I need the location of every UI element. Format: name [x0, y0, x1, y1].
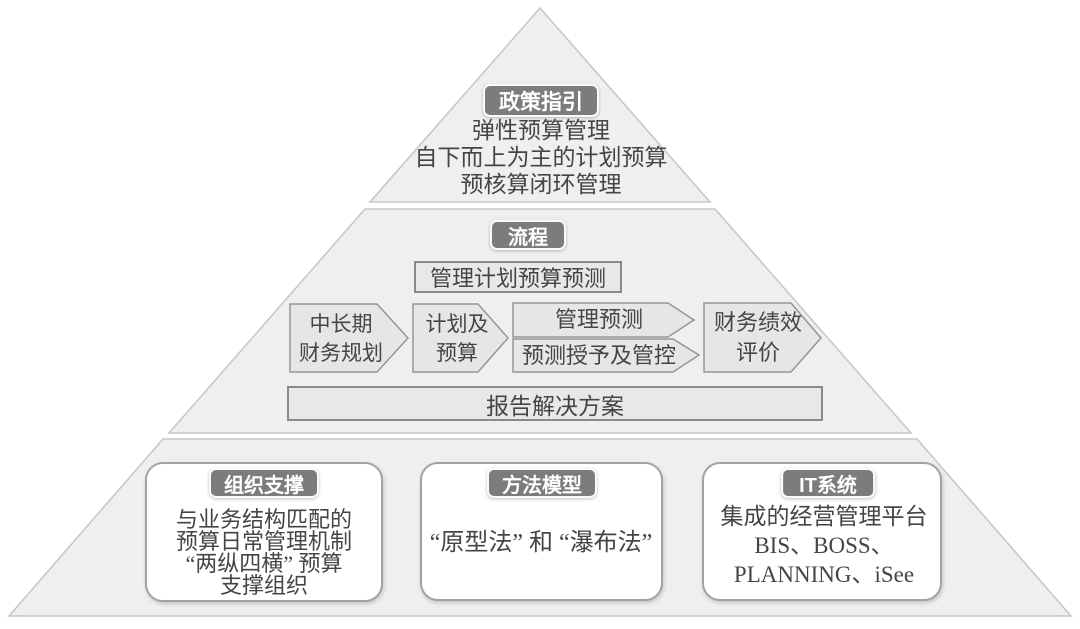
- policy-line: 弹性预算管理: [472, 118, 610, 143]
- process-badge: 流程: [490, 220, 566, 250]
- card-text-line: 集成的经营管理平台: [720, 504, 928, 529]
- arrow-plan-budget: [412, 303, 510, 373]
- arrow-label-forecast-grant: 预测授予及管控: [521, 343, 677, 368]
- policy-text-block: 弹性预算管理 自下而上为主的计划预算 预核算闭环管理: [415, 117, 668, 198]
- plan-forecast-box: 管理计划预算预测: [414, 261, 622, 293]
- arrow-midlongterm-planning: [289, 303, 410, 373]
- organization-support-badge: 组织支撑: [209, 468, 319, 498]
- arrow-forecast-grant-control: [512, 338, 701, 373]
- it-system-text: 集成的经营管理平台 BIS、BOSS、 PLANNING、iSee: [721, 502, 928, 589]
- card-text-line: BIS、BOSS、: [754, 533, 894, 558]
- arrow-financial-performance: [703, 302, 822, 373]
- card-text-line: 支撑组织: [219, 573, 309, 598]
- arrow-label-management-forecast: 管理预测: [554, 307, 644, 332]
- arrow-label-line: 计划及: [425, 312, 489, 336]
- arrow-label-plan-budget: 计划及 预算: [426, 310, 489, 368]
- card-text-line: “两纵四横” 预算: [185, 551, 343, 576]
- card-text-line: 与业务结构匹配的: [175, 507, 353, 532]
- method-model-text: “原型法” 和 “瀑布法”: [429, 530, 653, 556]
- arrow-management-forecast: [512, 302, 696, 338]
- policy-line: 预核算闭环管理: [460, 172, 622, 197]
- arrow-label-line: 中长期: [309, 312, 373, 336]
- policy-badge: 政策指引: [483, 84, 599, 117]
- report-solution-bar: 报告解决方案: [287, 386, 823, 421]
- arrow-label-line: 财务绩效: [713, 310, 803, 335]
- arrow-label-financial-performance: 财务绩效 评价: [714, 308, 802, 368]
- policy-line: 自下而上为主的计划预算: [414, 145, 668, 170]
- arrow-label-midlongterm: 中长期 财务规划: [299, 310, 383, 368]
- card-text-line: 预算日常管理机制: [175, 529, 353, 554]
- arrow-label-line: 财务规划: [299, 341, 383, 365]
- organization-support-text: 与业务结构匹配的 预算日常管理机制 “两纵四横” 预算 支撑组织: [176, 509, 352, 597]
- arrow-label-line: 预算: [436, 341, 478, 365]
- card-text-line: PLANNING、iSee: [733, 562, 915, 587]
- method-model-badge: 方法模型: [487, 468, 597, 498]
- it-system-badge: IT系统: [781, 468, 875, 498]
- arrow-label-line: 评价: [735, 340, 781, 365]
